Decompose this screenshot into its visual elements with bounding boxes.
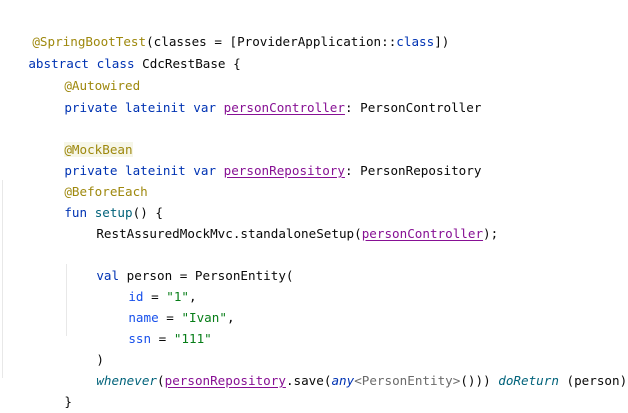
- keyword: lateinit: [125, 163, 186, 178]
- code-text: }: [64, 394, 72, 409]
- code-text: ): [96, 352, 104, 367]
- function-call: doReturn: [498, 373, 559, 388]
- string-literal: "1": [166, 289, 190, 304]
- function-name: setup: [94, 205, 133, 220]
- code-line-17: whenever(personRepository.save(any<Perso…: [66, 349, 627, 388]
- keyword: var: [193, 100, 217, 115]
- code-text: =: [143, 289, 167, 304]
- keyword: val: [96, 268, 120, 283]
- function-call: any: [331, 373, 355, 388]
- code-line-4: private lateinit var personController: P…: [34, 76, 481, 115]
- keyword: class: [96, 56, 135, 71]
- annotation: @MockBean: [64, 142, 133, 157]
- code-text: ,: [226, 310, 235, 325]
- keyword: private: [64, 100, 118, 115]
- code-text: person = PersonEntity(: [119, 268, 294, 283]
- function-call: whenever: [96, 373, 158, 388]
- code-text: ())): [460, 373, 499, 388]
- code-text: =: [151, 331, 174, 346]
- code-line-15: ssn = "111": [98, 307, 211, 346]
- named-argument: id: [128, 289, 144, 304]
- code-text: () {: [132, 205, 163, 220]
- code-line-3: @Autowired: [34, 54, 140, 93]
- named-argument: ssn: [128, 331, 152, 346]
- generic-type: <PersonEntity>: [354, 373, 461, 388]
- class-name: CdcRestBase {: [134, 56, 241, 71]
- code-line-7: private lateinit var personRepository: P…: [34, 139, 481, 178]
- code-line-12: val person = PersonEntity(: [66, 244, 293, 283]
- code-text: .save(: [285, 373, 332, 388]
- string-literal: "111": [173, 331, 212, 346]
- annotation: @SpringBootTest: [32, 34, 147, 49]
- annotation: @Autowired: [64, 78, 141, 93]
- indent-guide: [66, 264, 67, 336]
- field-name: personRepository: [223, 163, 345, 178]
- keyword: class: [396, 34, 435, 49]
- keyword: var: [193, 163, 217, 178]
- code-line-8: @BeforeEach: [34, 160, 147, 199]
- code-line-10: RestAssuredMockMvc.standaloneSetup(perso…: [66, 202, 498, 241]
- code-text: );: [483, 226, 499, 241]
- code-line-1: @SpringBootTest(classes = [ProviderAppli…: [2, 10, 449, 49]
- keyword: fun: [64, 205, 88, 220]
- field-name: personController: [361, 226, 484, 241]
- code-text: ]): [434, 34, 450, 49]
- keyword: abstract: [28, 56, 90, 71]
- code-text: (classes = [ProviderApplication::: [146, 34, 397, 49]
- code-text: ,: [189, 289, 197, 304]
- keyword: lateinit: [125, 100, 186, 115]
- code-line-16: ): [66, 328, 104, 367]
- field-name: personRepository: [164, 373, 286, 388]
- type-name: : PersonRepository: [344, 163, 482, 178]
- string-literal: "Ivan": [181, 310, 227, 325]
- code-text: RestAssuredMockMvc.standaloneSetup(: [96, 226, 362, 241]
- keyword: private: [64, 163, 118, 178]
- code-line-19: }: [2, 391, 40, 412]
- code-line-9: fun setup() {: [34, 181, 163, 220]
- code-line-13: id = "1",: [98, 265, 196, 304]
- code-line-18: }: [34, 370, 72, 409]
- field-name: personController: [223, 100, 345, 115]
- named-argument: name: [128, 310, 159, 325]
- indent-guide: [2, 180, 3, 378]
- code-text: (person): [558, 373, 628, 388]
- annotation: @BeforeEach: [64, 184, 148, 199]
- code-text: (: [157, 373, 165, 388]
- code-line-14: name = "Ivan",: [98, 286, 234, 325]
- code-line-6: @MockBean: [34, 118, 133, 157]
- code-text: =: [158, 310, 182, 325]
- type-name: : PersonController: [344, 100, 482, 115]
- code-line-2: abstract class CdcRestBase {: [0, 32, 240, 71]
